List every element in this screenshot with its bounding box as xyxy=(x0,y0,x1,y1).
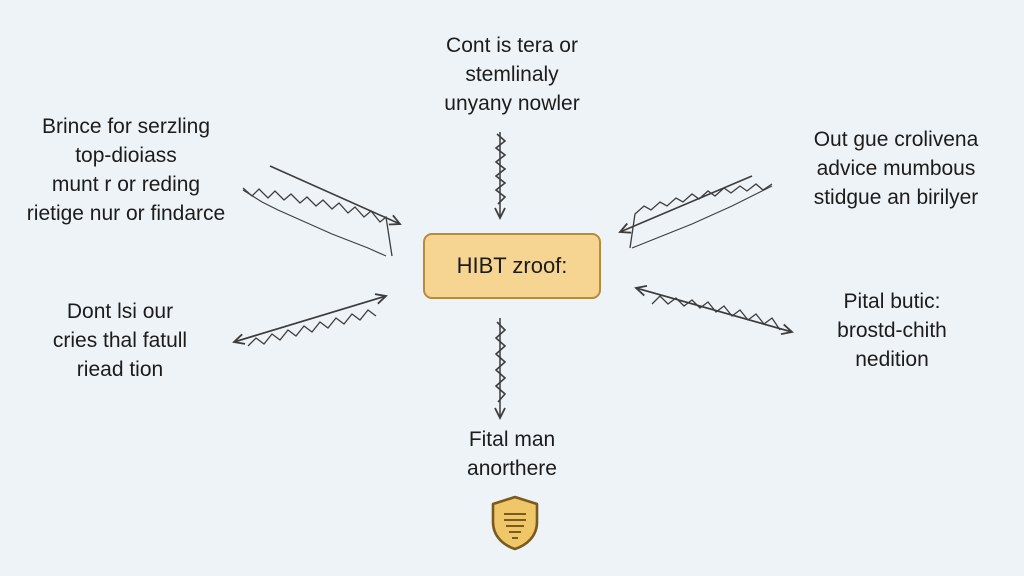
center-node-label: HIBT zroof: xyxy=(456,253,568,278)
left-top-node-label: Brince for serzling top-dioiass munt r o… xyxy=(12,112,240,228)
right-bottom-node-line: nedition xyxy=(855,348,929,371)
left-bottom-node-line: cries thal fatull xyxy=(52,329,188,352)
left-bottom-node-label: Dont lsi our cries thal fatull riead tio… xyxy=(20,297,220,384)
right-top-node-label: Out gue crolivena advice mumbous stidgue… xyxy=(786,125,1006,212)
arrow-top xyxy=(494,132,507,221)
top-node-line: Cont is tera or xyxy=(446,34,578,57)
left-bottom-node-line: Dont lsi our xyxy=(66,300,174,323)
right-bottom-node-line: brostd-chith xyxy=(837,319,947,342)
left-top-node-line: rietige nur or findarce xyxy=(26,202,226,225)
left-top-node-line: top-dioiass xyxy=(75,144,177,167)
shield-icon xyxy=(491,495,539,551)
arrow-bottom xyxy=(494,318,507,421)
right-top-node-line: Out gue crolivena xyxy=(813,128,979,151)
right-bottom-node-label: Pital butic: brostd-chith nedition xyxy=(792,287,992,374)
arrow-right-bottom xyxy=(634,285,794,335)
top-node-line: stemlinaly xyxy=(465,63,559,86)
right-bottom-node-line: Pital butic: xyxy=(843,290,941,313)
right-top-node-line: stidgue an birilyer xyxy=(813,186,979,209)
bottom-node-line: anorthere xyxy=(467,457,557,480)
top-node-label: Cont is tera or stemlinaly unyany nowler xyxy=(412,31,612,118)
left-bottom-node-line: riead tion xyxy=(76,358,164,381)
center-node: HIBT zroof: xyxy=(423,233,601,299)
arrow-left-top xyxy=(242,165,402,257)
bottom-node-label: Fital man anorthere xyxy=(430,425,594,483)
left-top-node-line: Brince for serzling xyxy=(41,115,211,138)
arrow-left-bottom xyxy=(232,293,388,347)
bottom-node-line: Fital man xyxy=(468,428,556,451)
arrow-right-top xyxy=(618,175,773,249)
top-node-line: unyany nowler xyxy=(444,92,580,115)
right-top-node-line: advice mumbous xyxy=(816,157,976,180)
left-top-node-line: munt r or reding xyxy=(51,173,201,196)
